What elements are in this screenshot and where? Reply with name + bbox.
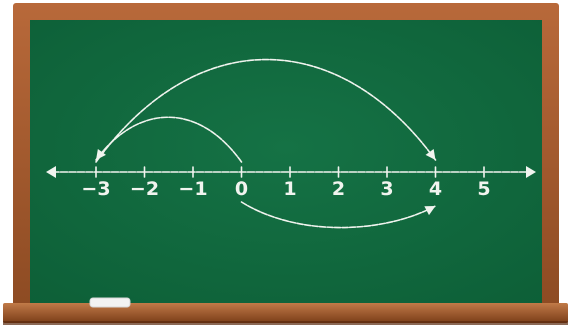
number-line [51,166,531,178]
tick-label: 2 [332,178,345,200]
axis-right-arrowhead [526,166,536,178]
tick-label: −2 [130,178,159,200]
tick-labels: −3 −2 −1 0 1 2 3 4 5 [81,178,490,200]
tick-label: −3 [81,178,110,200]
tick-label: 4 [429,178,442,200]
jump-arrow [240,201,437,229]
tick-label: 5 [477,178,490,200]
board-surface [30,20,542,303]
jump-arrowhead [424,206,436,216]
tick-label: 3 [380,178,393,200]
jump-arrows [95,58,437,229]
tick-label: −1 [178,178,207,200]
jump-arrow [95,116,243,163]
tick-label: 1 [283,178,296,200]
jump-arrowhead [96,148,106,160]
eraser[interactable] [89,297,131,308]
axis-left-arrowhead [46,166,56,178]
jump-arrowhead [425,148,436,160]
jump-arrow [95,58,437,163]
chalk-ledge [3,303,568,323]
tick-label: 0 [235,178,248,200]
